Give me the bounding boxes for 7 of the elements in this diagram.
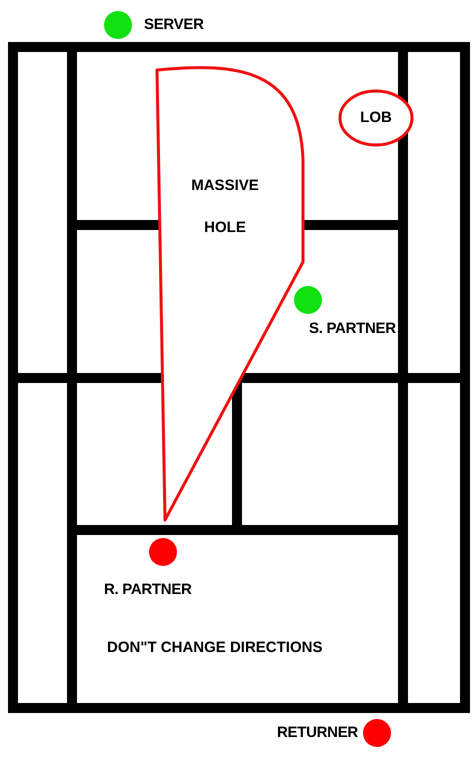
court-note: DON"T CHANGE DIRECTIONS [107,639,322,656]
player-label: S. PARTNER [309,320,396,337]
player-label: SERVER [144,16,204,33]
player-label: R. PARTNER [104,581,192,598]
player-label: RETURNER [277,724,358,741]
hole-label: MASSIVE HOLE [190,176,260,238]
lob-label: LOB [359,109,393,126]
